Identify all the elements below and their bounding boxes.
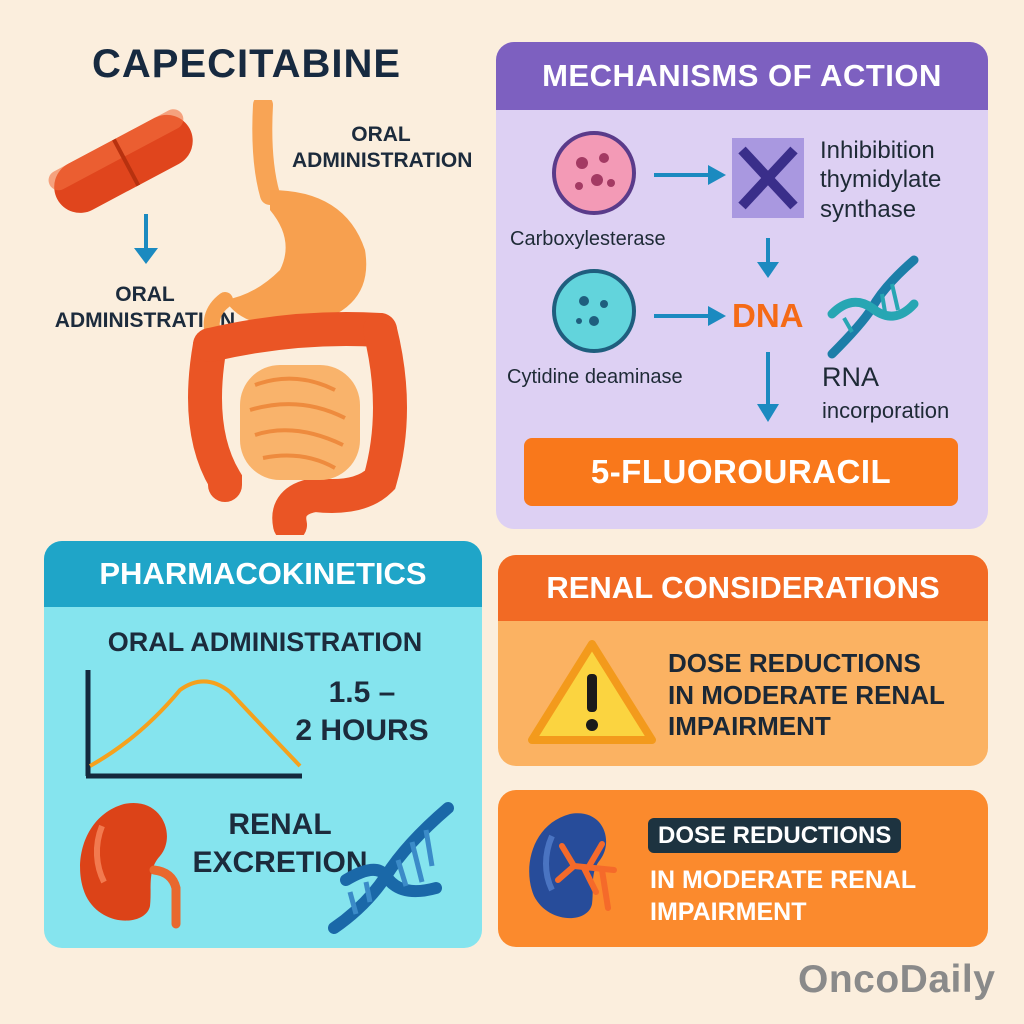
mechanisms-heading: MECHANISMS OF ACTION bbox=[496, 42, 988, 110]
arrow-right-icon bbox=[654, 306, 726, 326]
pk-oral-administration: ORAL ADMINISTRATION bbox=[107, 627, 423, 657]
rna-incorporation-label: incorporation bbox=[822, 398, 950, 423]
inhibition-line-3: synthase bbox=[820, 195, 917, 223]
dna-icon bbox=[328, 802, 454, 934]
pharmacokinetics-heading: PHARMACOKINETICS bbox=[44, 541, 482, 607]
pharmacokinetics-panel: PHARMACOKINETICS bbox=[44, 541, 482, 948]
inhibition-x-icon bbox=[732, 138, 804, 218]
page-title: CAPECITABINE bbox=[92, 42, 402, 86]
dose-line-2: IN MODERATE RENAL bbox=[650, 866, 917, 894]
oral-administration-label: ORAL ADMINISTRATION bbox=[54, 283, 236, 333]
dose-line-3: IMPAIRMENT bbox=[650, 898, 807, 926]
dose-reduction-text: IN MODERATE RENAL IMPAIRMENT bbox=[650, 864, 916, 928]
dna-label: DNA bbox=[732, 297, 804, 334]
renal-warning-line-1: DOSE REDUCTIONS bbox=[668, 648, 921, 678]
pk-time-to-peak: 1.5 – 2 HOURS bbox=[282, 674, 442, 749]
capsule-icon bbox=[48, 109, 193, 213]
cell-icon bbox=[552, 269, 636, 353]
fluorouracil-box: 5-FLUOROURACIL bbox=[524, 438, 958, 506]
oral-administration-top-label: ORAL ADMINISTRATION bbox=[292, 123, 473, 173]
renal-warning-line-3: IMPAIRMENT bbox=[668, 711, 831, 742]
arrow-down-icon bbox=[757, 352, 779, 422]
renal-considerations-heading: RENAL CONSIDERATIONS bbox=[498, 555, 988, 621]
concentration-curve-chart bbox=[85, 670, 302, 779]
inhibition-line-1: Inhibibition bbox=[820, 137, 935, 164]
renal-warning-text: DOSE REDUCTIONS IN MODERATE RENAL IMPAIR… bbox=[668, 648, 945, 743]
arrow-down-icon bbox=[757, 238, 779, 278]
digestive-tract-icon bbox=[188, 100, 407, 535]
enzyme-cytidine-deaminase: Cytidine deaminase bbox=[507, 366, 683, 388]
pk-renal-excretion: RENAL EXCRETION bbox=[180, 806, 380, 881]
inhibition-line-2: thymidylate bbox=[820, 166, 942, 194]
inhibition-text: Inhibibition thymidylate synthase bbox=[820, 136, 941, 224]
oncodaily-logo: OncoDaily bbox=[798, 958, 996, 1001]
pk-renal-line-1: RENAL bbox=[228, 808, 332, 841]
cell-icon bbox=[552, 131, 636, 215]
kidney-icon bbox=[80, 802, 181, 929]
pk-time-line-2: 2 HOURS bbox=[295, 713, 429, 747]
enzyme-carboxylesterase: Carboxylesterase bbox=[510, 228, 666, 250]
kidney-icon bbox=[529, 813, 617, 919]
renal-warning-line-2: IN MODERATE RENAL bbox=[668, 679, 945, 710]
arrow-right-icon bbox=[654, 165, 726, 185]
dose-reductions-badge: DOSE REDUCTIONS bbox=[648, 818, 902, 853]
warning-icon bbox=[528, 640, 656, 744]
dna-icon bbox=[827, 255, 919, 359]
pk-renal-line-2: EXCRETION bbox=[192, 845, 368, 879]
arrow-down-icon bbox=[134, 214, 158, 264]
rna-label: RNA bbox=[822, 362, 880, 392]
pk-time-line-1: 1.5 – bbox=[328, 676, 396, 709]
